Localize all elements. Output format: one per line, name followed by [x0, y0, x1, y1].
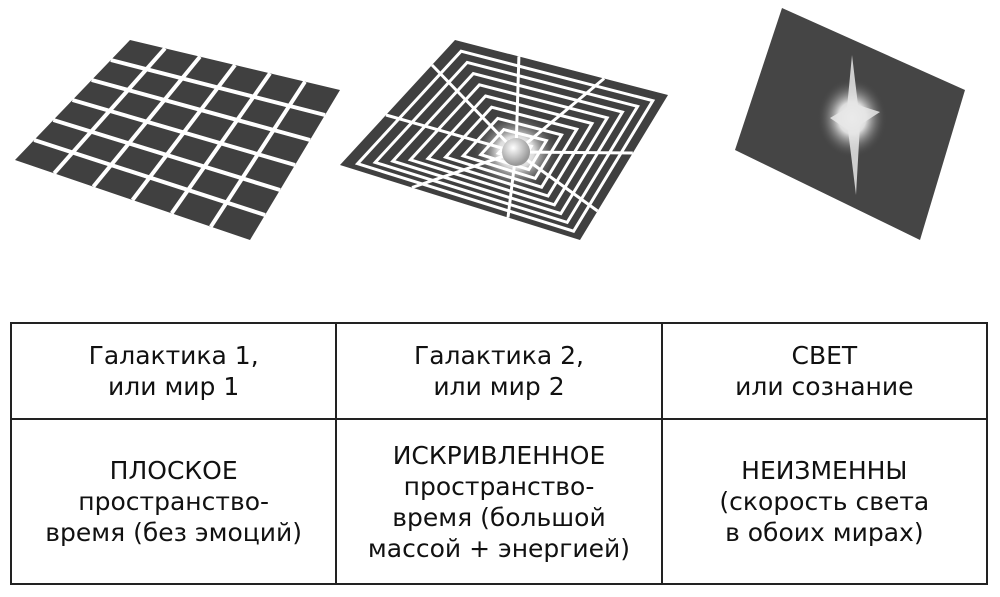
contour-line	[372, 60, 640, 225]
contour-line	[460, 116, 564, 181]
radial-line	[515, 77, 606, 154]
contour-line	[425, 94, 595, 198]
contour-line	[390, 71, 625, 216]
contour-line	[442, 105, 580, 189]
curved-spacetime-grid	[340, 40, 668, 240]
light-burst-icon	[830, 55, 880, 195]
header-galaxy-1: Галактика 1,или мир 1	[9, 322, 338, 420]
light-plane	[735, 8, 965, 240]
contour-line	[354, 49, 656, 233]
radial-line	[411, 150, 517, 189]
radial-line	[515, 150, 633, 155]
mass-sphere-icon	[502, 138, 530, 166]
illustrations	[15, 8, 965, 240]
header-galaxy-2: Галактика 2,или мир 2	[335, 322, 663, 420]
contour-line	[407, 83, 610, 207]
radial-line	[385, 113, 517, 154]
radial-line	[515, 150, 599, 213]
grid-line	[33, 138, 266, 217]
flat-spacetime-grid	[15, 40, 340, 240]
radial-line	[430, 63, 518, 154]
radial-line	[514, 56, 521, 153]
comparison-table: Галактика 1,или мир 1 Галактика 2,или ми…	[9, 322, 989, 585]
